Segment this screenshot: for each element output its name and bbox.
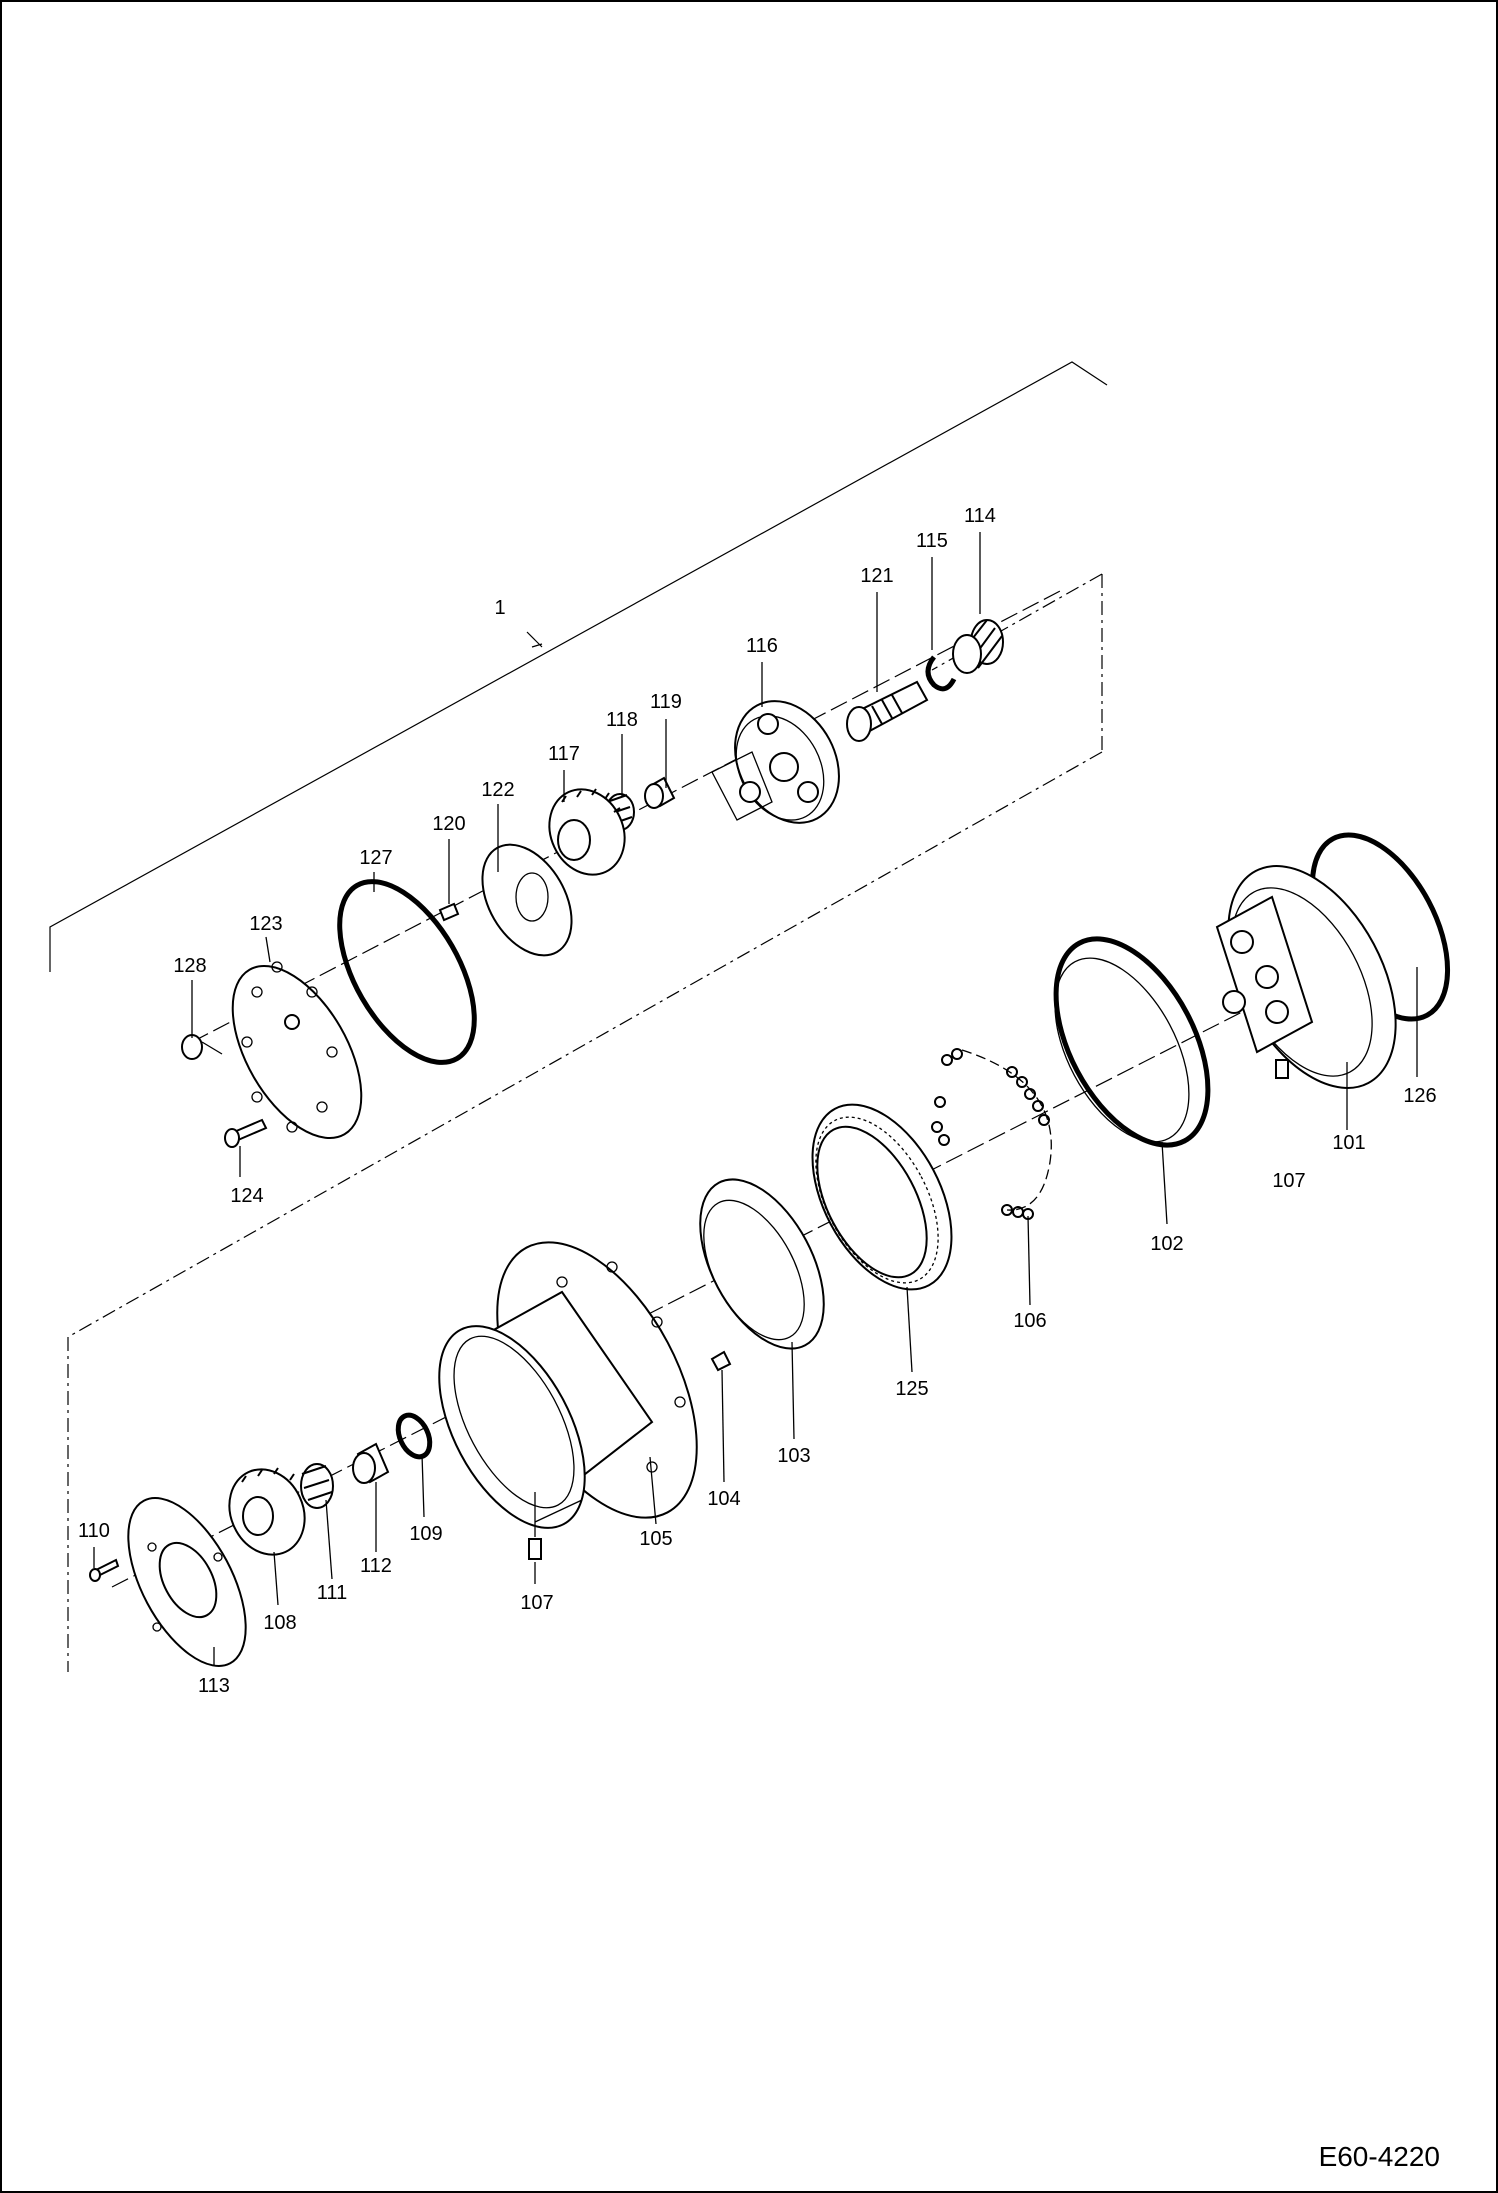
part-116-planet-carrier: [711, 700, 840, 824]
callout-127: 127: [359, 847, 392, 869]
callout-107-lower: 107: [520, 1592, 553, 1614]
callout-105: 105: [639, 1528, 672, 1550]
part-104-set-screw: [710, 1350, 732, 1372]
part-128-plug: [181, 1034, 223, 1060]
callout-102: 102: [1150, 1233, 1183, 1255]
part-102-floating-seal: [1053, 936, 1211, 1148]
callout-101: 101: [1332, 1132, 1365, 1154]
leader-lines: [93, 532, 1418, 1665]
part-127-o-ring: [337, 879, 477, 1065]
figure-id: E60-4220: [1318, 2141, 1440, 2172]
callout-118: 118: [606, 709, 638, 731]
part-112-bushing: [352, 1442, 390, 1484]
callout-113: 113: [198, 1675, 230, 1697]
part-107-plug-upper: [1275, 1059, 1289, 1079]
callout-110: 110: [78, 1520, 110, 1542]
callout-124: 124: [230, 1185, 263, 1207]
part-113-thrust-plate: [127, 1497, 247, 1667]
part-115-snap-ring: [925, 655, 957, 692]
part-109-snap-ring: [395, 1412, 433, 1460]
part-123-cover: [231, 961, 363, 1139]
callout-117: 117: [548, 743, 580, 765]
part-117-planet-gear: [548, 788, 626, 876]
callout-123: 123: [249, 913, 282, 935]
part-105-hub: [438, 1241, 698, 1529]
callout-122: 122: [481, 779, 514, 801]
part-106-steel-balls: [931, 1048, 1052, 1220]
callout-116: 116: [746, 635, 778, 657]
callout-114: 114: [964, 505, 996, 527]
part-124-bolt: [224, 1118, 268, 1148]
part-103-bearing: [699, 1178, 825, 1350]
callout-128: 128: [173, 955, 206, 977]
callout-107-upper: 107: [1272, 1170, 1305, 1192]
callout-125: 125: [895, 1378, 928, 1400]
part-125-ring-gear: [811, 1103, 953, 1291]
lower-centre-axis: [111, 1011, 1243, 1588]
part-107-plug-lower: [528, 1492, 583, 1560]
part-119-bushing: [644, 776, 676, 809]
callout-1: 1: [494, 597, 505, 619]
part-111-needle-bearing: [300, 1463, 334, 1509]
callout-111: 111: [317, 1582, 347, 1604]
callout-106: 106: [1013, 1310, 1046, 1332]
part-120-pin: [438, 902, 460, 922]
callout-126: 126: [1403, 1085, 1436, 1107]
callout-104: 104: [707, 1488, 740, 1510]
callout-115: 115: [916, 530, 948, 552]
part-114-sun-gear: [952, 619, 1004, 674]
callout-112: 112: [360, 1555, 392, 1577]
assembly-bracket: [49, 361, 1108, 972]
part-110-screw: [89, 1558, 120, 1582]
part-121-shaft: [846, 680, 929, 742]
callout-109: 109: [409, 1523, 442, 1545]
part-101-housing: [1215, 865, 1397, 1089]
callout-119: 119: [650, 691, 682, 713]
callout-103: 103: [777, 1445, 810, 1467]
part-122-thrust-washer: [481, 843, 573, 957]
group-boundary-lines: [67, 573, 1103, 1672]
callout-108: 108: [263, 1612, 296, 1634]
callout-121: 121: [860, 565, 893, 587]
callout-120: 120: [432, 813, 465, 835]
part-108-planet-gear: [228, 1467, 306, 1556]
callout-labels: 1 114 115 121 116 119 118 117 122 120 12…: [78, 505, 1437, 1697]
